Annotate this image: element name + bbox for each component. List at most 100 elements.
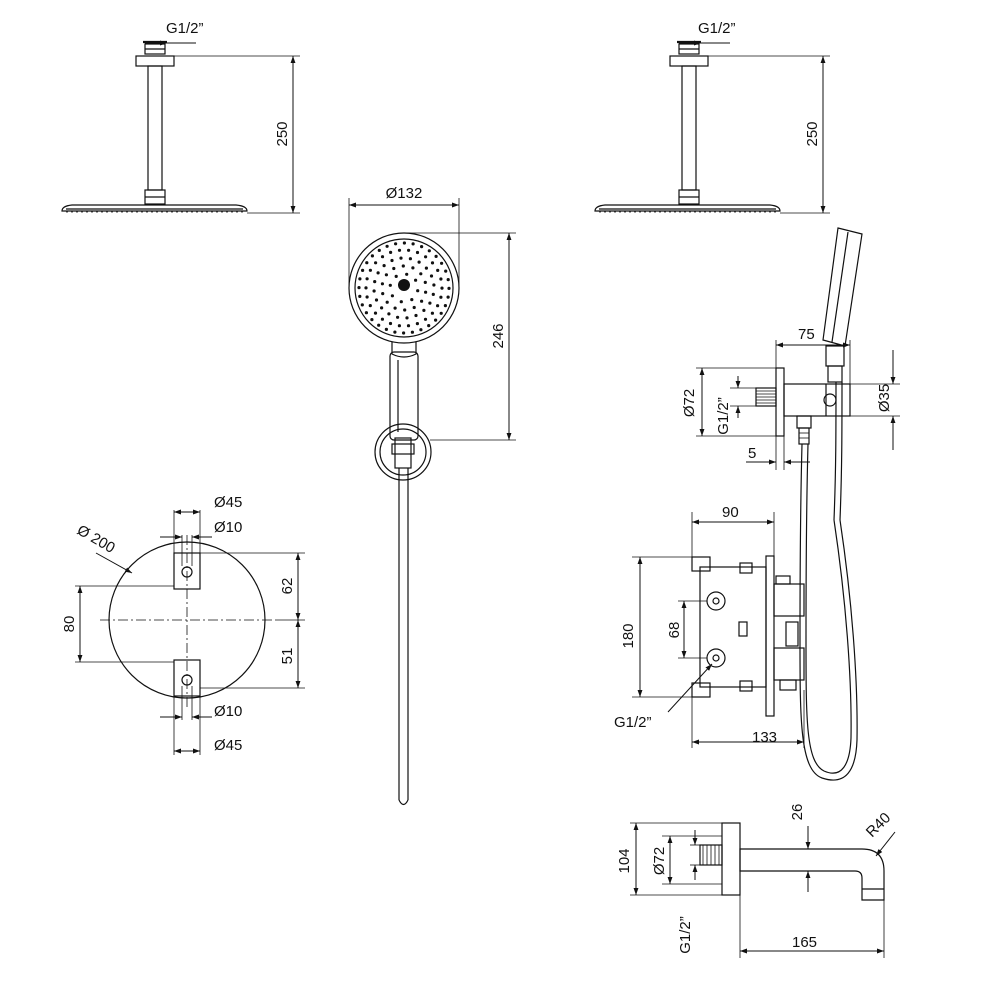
nozzle-dot: [372, 289, 376, 293]
sp-72-label: Ø72: [651, 847, 668, 875]
nozzle-dot: [430, 311, 434, 315]
tb-75-label: 75: [798, 326, 815, 343]
tr-height-label: 250: [804, 121, 821, 146]
nozzle-dot: [384, 273, 388, 277]
nozzle-dot: [368, 304, 372, 308]
nozzle-dot: [377, 248, 381, 252]
nozzle-dot: [446, 295, 450, 299]
nozzle-dot: [411, 266, 415, 270]
nozzle-dot: [381, 292, 385, 296]
nozzle-dot: [380, 317, 384, 321]
thread-hatch: [756, 390, 776, 404]
nozzle-dot: [364, 311, 368, 315]
sp-r40-label: R40: [863, 809, 894, 840]
nozzle-dot: [397, 248, 402, 252]
nozzle-dot: [370, 254, 374, 258]
sp-26-label: 26: [789, 804, 806, 821]
nozzle-dot: [388, 321, 393, 326]
pl-d10-top-label: Ø10: [214, 519, 242, 536]
nozzle-dot: [431, 292, 435, 296]
nozzle-dot: [423, 280, 427, 284]
nozzle-dot: [365, 261, 369, 265]
nozzle-dot: [410, 298, 414, 302]
nozzle-dot: [394, 242, 398, 246]
pl-d45-bot-label: Ø45: [214, 737, 242, 754]
nozzle-dot: [358, 277, 362, 281]
nozzle-dot: [406, 324, 411, 328]
nozzle-dot: [388, 283, 392, 287]
nozzle-dot: [397, 324, 401, 328]
nozzle-dot: [377, 323, 381, 327]
tl-thread-label: G1/2”: [166, 20, 204, 37]
nozzle-dot: [446, 278, 450, 282]
nozzle-dot: [439, 277, 443, 281]
nozzle-dot: [417, 260, 421, 264]
nozzle-dot: [427, 249, 431, 253]
hs-length-label: 246: [490, 323, 507, 348]
nozzle-dot: [427, 324, 431, 328]
nozzle-dot: [436, 304, 440, 308]
nozzle-dot: [434, 254, 438, 258]
nozzle-dot: [370, 318, 374, 322]
nozzle-dot: [407, 248, 411, 252]
sp-165-label: 165: [792, 934, 817, 951]
tl-height-label: 250: [274, 121, 291, 146]
nozzle-dot: [380, 306, 384, 310]
concealed-valve-box: 90 180 68 G1/2” 133: [614, 504, 858, 781]
nozzle-dot: [439, 295, 443, 299]
sp-g12-label: G1/2”: [677, 916, 694, 954]
bath-spout: 26 R40 104 Ø72 G1/2” 165: [616, 804, 896, 958]
nozzle-dot: [399, 300, 403, 304]
pl-62-label: 62: [279, 578, 296, 595]
nozzle-dot: [390, 258, 394, 263]
nozzle-dot: [410, 330, 414, 334]
nozzle-dot: [414, 313, 418, 318]
nozzle-dot: [430, 261, 435, 265]
pl-d10-bot-label: Ø10: [214, 703, 242, 720]
nozzle-dot: [403, 308, 407, 312]
nozzle-dot: [408, 257, 412, 261]
nozzle-dot: [436, 268, 440, 272]
nozzle-dot: [399, 256, 403, 260]
nozzle-dot: [390, 294, 394, 298]
nozzle-dot: [393, 330, 397, 334]
nozzle-dot: [373, 311, 378, 315]
spout-thread-hatch: [702, 845, 720, 865]
nozzle-dot: [415, 322, 419, 326]
nozzle-dot: [374, 261, 378, 265]
nozzle-dot: [373, 280, 377, 284]
tb-5-label: 5: [748, 445, 756, 462]
sp-104-label: 104: [616, 848, 633, 873]
nozzle-dot: [424, 266, 428, 270]
nozzle-dot: [429, 274, 434, 278]
nozzle-dot: [374, 298, 379, 302]
nozzle-dot: [387, 312, 391, 316]
nozzle-dot: [364, 286, 368, 290]
tb-g12-label: G1/2”: [715, 397, 732, 435]
nozzle-dot: [392, 266, 396, 271]
nozzle-dot: [396, 315, 400, 319]
nozzle-dot: [414, 278, 418, 282]
hand-shower: Ø132 246: [348, 185, 516, 806]
vb-133-label: 133: [752, 729, 777, 746]
hand-shower-bracket: 75 Ø72 G1/2” Ø35 5: [681, 227, 900, 641]
nozzle-dot: [424, 290, 428, 294]
nozzle-dot: [420, 245, 424, 249]
nozzle-dot: [422, 308, 426, 312]
nozzle-dot: [447, 286, 451, 290]
nozzle-dot: [376, 271, 380, 275]
nozzle-dot: [384, 327, 388, 331]
cover-plate: Ø45 Ø10 Ø 200 62 51 80 Ø10 Ø45: [61, 494, 305, 755]
vb-68-label: 68: [666, 622, 683, 639]
ceiling-shower-left: G1/2” 250: [61, 20, 300, 214]
nozzle-dot: [434, 318, 438, 322]
hand-shower-nozzles: [357, 241, 451, 335]
nozzle-dot: [423, 317, 428, 321]
nozzle-dot: [428, 301, 432, 305]
nozzle-dot: [402, 331, 406, 335]
pl-d45-top-label: Ø45: [214, 494, 242, 511]
vb-90-label: 90: [722, 504, 739, 521]
nozzle-dot: [405, 272, 409, 276]
nozzle-dot: [380, 282, 384, 286]
